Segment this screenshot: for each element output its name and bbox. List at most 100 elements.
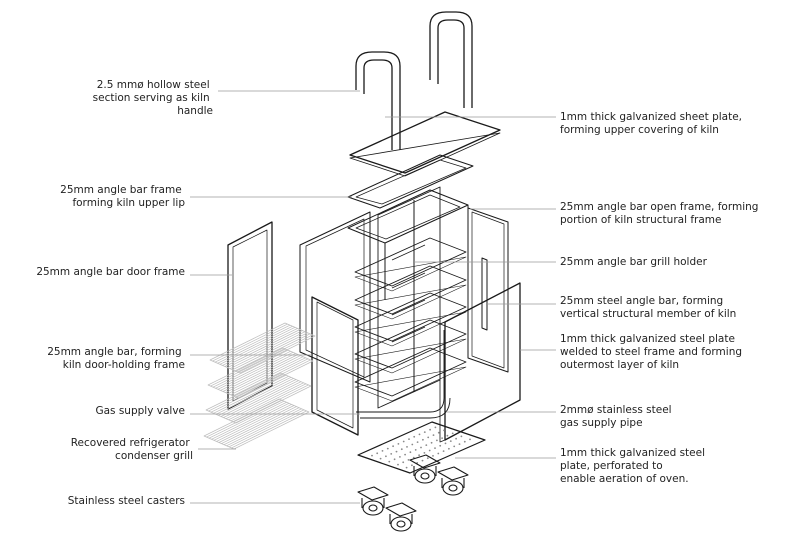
perforation-dot [429,428,431,431]
perforation-dot [412,456,415,459]
perforation-dot [418,454,420,457]
caster-front-left [357,486,389,516]
label-door-holding-frame: 25mm angle bar, forming kiln door-holdin… [47,346,185,371]
perforation-dot [460,435,463,438]
grill-fin-line [229,331,306,370]
caster-back-left [409,454,441,484]
grill-fin-line [222,328,298,366]
perforation-dot [392,445,394,448]
perforation-dot [423,431,426,433]
perforation-dot [406,446,408,448]
grill-fin-line [208,373,284,412]
grill-fin-line [225,381,302,420]
label-condenser-grill: Recovered refrigerator condenser grill [71,437,193,462]
grill-fin-line [228,382,304,421]
grill-fin-line [225,355,301,393]
caster-front-right [385,502,417,532]
label-upper-lip-frame: 25mm angle bar frame forming kiln upper … [60,184,185,209]
perforation-dot [395,450,398,453]
grill-fin-line [228,409,305,448]
perforation-dot [441,437,443,439]
leader-lines [190,90,556,504]
kiln-core-structure [354,186,467,419]
perforation-dot [371,454,373,457]
grill-fin-line [213,402,290,441]
perforation-dot [434,426,437,429]
perforation-dot [442,450,445,452]
perforation-dot [436,439,438,442]
grill-fin-line [233,384,309,423]
grill-fin-line [237,334,313,373]
perforation-dot [420,446,422,449]
grill-fin-line [218,405,295,443]
label-grill-holder: 25mm angle bar grill holder [560,256,708,268]
top-plate [349,111,501,177]
grill-fin-line [223,380,299,418]
perforation-dot [376,452,379,455]
label-vertical-member: 25mm steel angle bar, forming vertical s… [560,295,736,320]
grill-fin-line [214,324,291,363]
perforation-dot [399,456,401,458]
perforated-floor-plate [357,421,486,474]
perforation-dot [397,463,399,466]
grill-fin-line [215,350,291,389]
grill-fin-line [231,410,307,449]
grill-fin-line [227,330,303,368]
grill-fin-line [218,378,294,416]
perforation-dot [397,443,400,445]
label-gas-valve: Gas supply valve [95,405,185,417]
perforation-dot [411,443,414,446]
perforation-dot [469,438,471,441]
labels-right: 1mm thick galvanized sheet plate, formin… [560,111,758,485]
grill-fin-line [212,349,289,388]
perforation-dot [418,433,421,436]
perforation-dot [463,440,466,443]
door-frame [227,221,273,410]
perforation-dot [393,458,396,461]
perforation-dot [428,449,431,452]
perforation-dot [422,438,424,441]
grill-fin-line [213,375,289,414]
label-outer-plate: 1mm thick galvanized steel plate welded … [560,333,745,371]
upper-lip-frame [347,154,474,209]
perforation-dot [427,436,430,439]
grill-fin-line [232,358,309,397]
perforation-dot [402,461,405,464]
grill-fin-line [210,374,287,413]
perforation-dot [390,453,393,455]
kiln-drawing [203,11,521,532]
perforation-dot [448,447,450,450]
perforation-dot [409,451,412,454]
door-holding-frame [311,296,359,436]
perforation-dot [449,440,452,442]
caster-back-right [437,466,469,496]
labels-left: 2.5 mmø hollow steel section serving as … [36,79,213,507]
perforation-dot [411,464,413,467]
grill-fin-line [208,400,285,439]
label-gas-pipe: 2mmø stainless steel gas supply pipe [560,404,675,429]
perforation-dot [413,435,416,438]
perforation-dot [455,437,457,440]
perforation-dot [408,438,410,440]
grill-fin-line [219,326,296,365]
grill-fin-line [217,351,294,390]
perforation-dot [439,444,442,447]
perforation-dot [432,434,435,436]
grill-fin-line [235,359,311,398]
perforation-dot [444,442,447,445]
grill-fin-line [217,325,293,364]
grill-fin-line [212,323,288,362]
perforation-dot [379,457,382,460]
perforation-dot [423,452,426,454]
perforation-dot [426,457,429,460]
grill-fin-line [220,379,297,417]
label-casters: Stainless steel casters [68,495,185,507]
grill-fin-line [211,401,287,440]
grill-fin-line [215,376,292,415]
grill-fin-line [230,383,307,422]
label-door-frame: 25mm angle bar door frame [36,266,185,278]
perforation-dot [425,444,428,446]
grill-fin-line [230,357,306,396]
grill-fin-line [216,404,292,442]
perforation-dot [437,452,440,455]
